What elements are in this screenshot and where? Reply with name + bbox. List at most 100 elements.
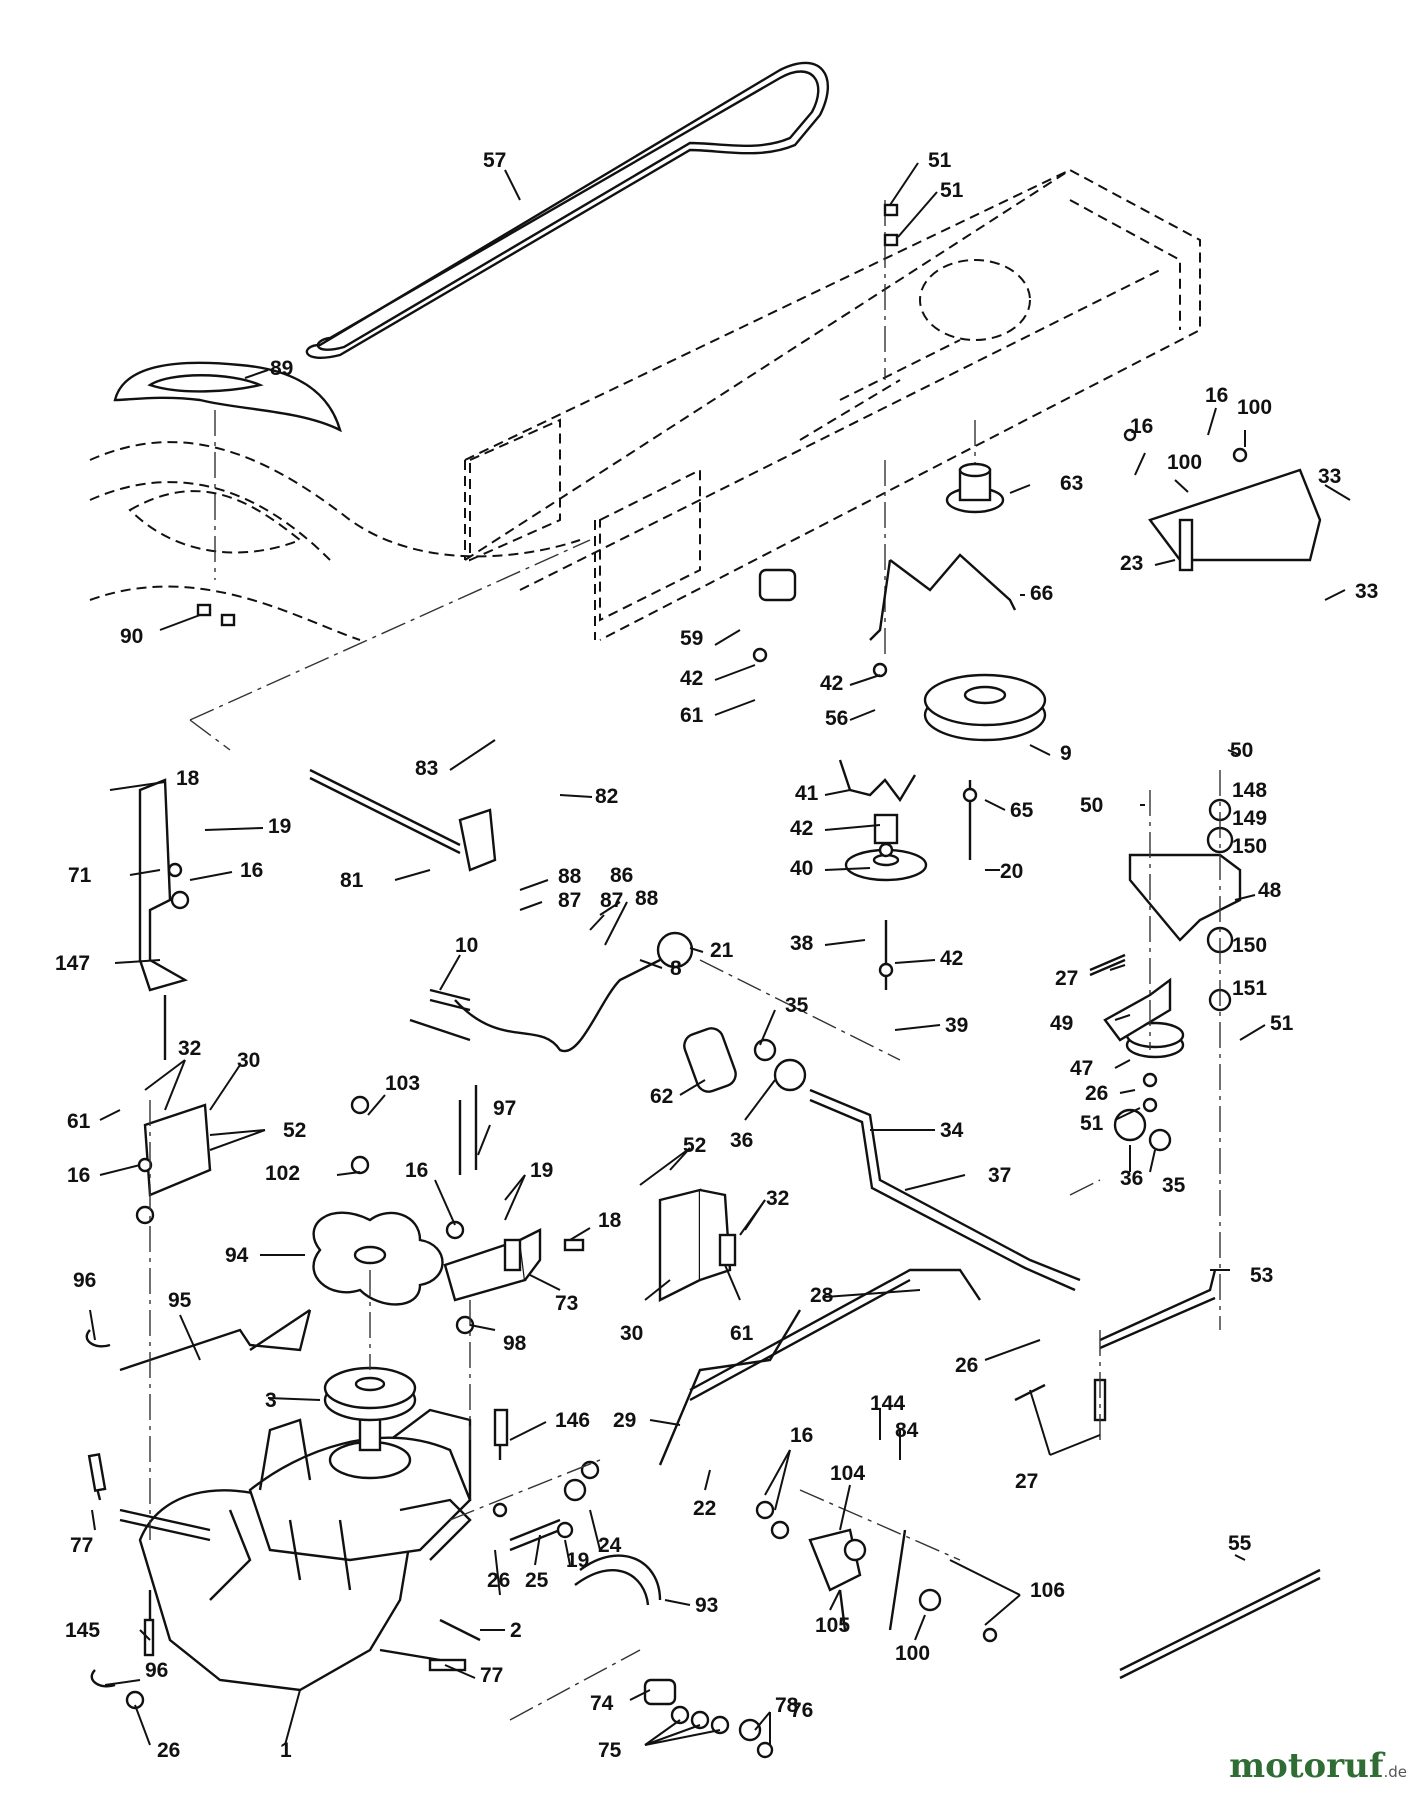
callout-8: 8 xyxy=(670,957,682,980)
callout-62: 62 xyxy=(650,1085,673,1108)
callout-18: 18 xyxy=(176,767,200,790)
spring-25 xyxy=(509,1518,561,1552)
callout-1: 1 xyxy=(280,1739,292,1762)
callout-100: 100 xyxy=(1167,451,1202,474)
callout-53: 53 xyxy=(1250,1264,1273,1287)
callout-23: 23 xyxy=(1120,552,1143,575)
callout-leaders xyxy=(89,162,1351,1746)
hose-93 xyxy=(574,1554,662,1606)
callout-32: 32 xyxy=(766,1187,789,1210)
centerlines xyxy=(149,410,1221,1721)
callout-20: 20 xyxy=(1000,860,1023,883)
callout-36: 36 xyxy=(1120,1167,1143,1190)
callout-27: 27 xyxy=(1055,967,1078,990)
watermark-brand: motoruf xyxy=(1229,1746,1384,1786)
callout-38: 38 xyxy=(790,932,814,955)
callout-57: 57 xyxy=(483,149,506,172)
callout-33: 33 xyxy=(1355,580,1378,603)
callout-19: 19 xyxy=(268,815,291,838)
callout-25: 25 xyxy=(525,1569,549,1592)
callout-30: 30 xyxy=(237,1049,260,1072)
callout-86: 86 xyxy=(610,864,633,887)
spring-55 xyxy=(1119,1568,1321,1680)
callout-61: 61 xyxy=(730,1322,754,1345)
callout-37: 37 xyxy=(988,1164,1011,1187)
callout-98: 98 xyxy=(503,1332,527,1355)
callout-148: 148 xyxy=(1232,779,1267,802)
callout-16: 16 xyxy=(240,859,263,882)
callout-52: 52 xyxy=(283,1119,306,1142)
callout-19: 19 xyxy=(530,1159,553,1182)
callout-61: 61 xyxy=(680,704,704,727)
seat-pan xyxy=(113,361,342,433)
callout-51: 51 xyxy=(1080,1112,1104,1135)
callout-73: 73 xyxy=(555,1292,578,1315)
shift-rod xyxy=(309,768,497,872)
callout-49: 49 xyxy=(1050,1012,1073,1035)
callout-50: 50 xyxy=(1080,794,1103,817)
callout-52: 52 xyxy=(683,1134,706,1157)
callout-36: 36 xyxy=(730,1129,753,1152)
callout-97: 97 xyxy=(493,1097,516,1120)
callout-106: 106 xyxy=(1030,1579,1065,1602)
spring-95 xyxy=(119,1309,312,1372)
callout-55: 55 xyxy=(1228,1532,1252,1555)
callout-19: 19 xyxy=(566,1549,589,1572)
clutch-stack xyxy=(758,200,1047,990)
idler-pulley-47 xyxy=(1125,1021,1185,1059)
bracket-71 xyxy=(138,778,189,1060)
callout-51: 51 xyxy=(928,149,952,172)
callout-78: 78 xyxy=(775,1694,799,1717)
tractor-frame xyxy=(464,168,1201,641)
callout-83: 83 xyxy=(415,757,438,780)
callout-30: 30 xyxy=(620,1322,643,1345)
callout-48: 48 xyxy=(1258,879,1282,902)
bracket-30-left xyxy=(143,1103,212,1197)
callout-3: 3 xyxy=(265,1389,277,1412)
callout-75: 75 xyxy=(598,1739,622,1762)
callout-26: 26 xyxy=(157,1739,180,1762)
callout-147: 147 xyxy=(55,952,90,975)
callout-28: 28 xyxy=(810,1284,834,1307)
callout-51: 51 xyxy=(940,179,964,202)
callout-39: 39 xyxy=(945,1014,968,1037)
callout-32: 32 xyxy=(178,1037,201,1060)
callout-47: 47 xyxy=(1070,1057,1093,1080)
callout-149: 149 xyxy=(1232,807,1267,830)
callout-16: 16 xyxy=(1130,415,1153,438)
callout-84: 84 xyxy=(895,1419,919,1442)
callout-29: 29 xyxy=(613,1409,636,1432)
callout-22: 22 xyxy=(693,1497,716,1520)
input-pulley xyxy=(323,1366,417,1422)
callout-59: 59 xyxy=(680,627,703,650)
body-outline xyxy=(89,441,581,641)
callout-88: 88 xyxy=(558,865,582,888)
transaxle xyxy=(119,1374,472,1692)
callout-94: 94 xyxy=(225,1244,249,1267)
callout-95: 95 xyxy=(168,1289,192,1312)
callout-26: 26 xyxy=(955,1354,978,1377)
callout-16: 16 xyxy=(790,1424,813,1447)
fasteners xyxy=(85,203,1248,1759)
shift-lever xyxy=(409,931,694,1053)
callout-82: 82 xyxy=(595,785,618,808)
callout-35: 35 xyxy=(785,994,809,1017)
callout-146: 146 xyxy=(555,1409,590,1432)
callout-16: 16 xyxy=(67,1164,90,1187)
bracket-73 xyxy=(443,1228,542,1302)
callout-87: 87 xyxy=(558,889,581,912)
callout-16: 16 xyxy=(1205,384,1228,407)
callout-18: 18 xyxy=(598,1209,622,1232)
callout-145: 145 xyxy=(65,1619,100,1642)
pedal-shaft xyxy=(658,1027,1081,1466)
spring-2 xyxy=(439,1618,481,1642)
callout-61: 61 xyxy=(67,1110,91,1133)
callout-150: 150 xyxy=(1232,835,1267,858)
callout-76: 76 xyxy=(790,1699,813,1722)
callout-41: 41 xyxy=(795,782,819,805)
callout-10: 10 xyxy=(455,934,478,957)
callout-40: 40 xyxy=(790,857,813,880)
callout-66: 66 xyxy=(1030,582,1053,605)
callout-100: 100 xyxy=(895,1642,930,1665)
